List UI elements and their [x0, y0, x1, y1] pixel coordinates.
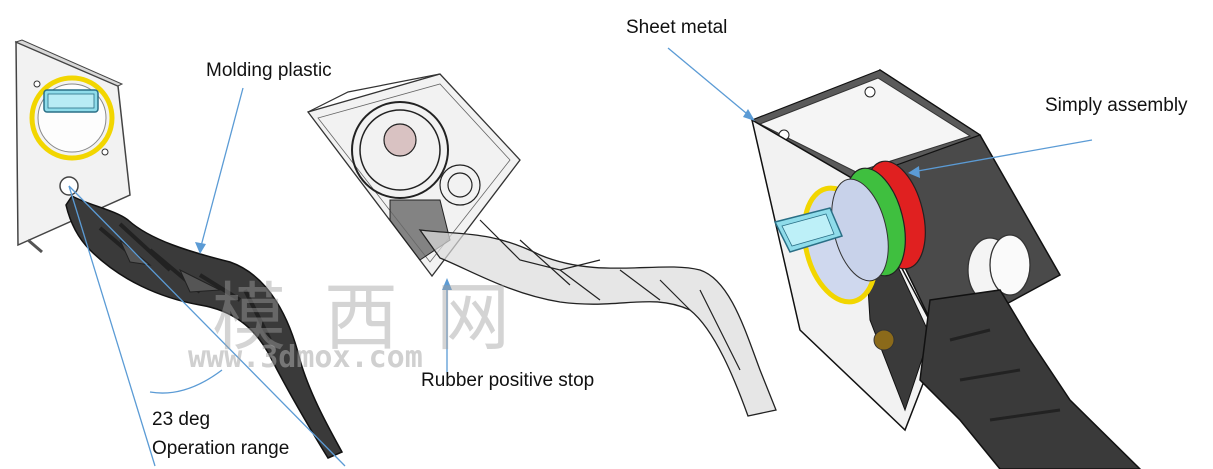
- pointer-simply-assembly: [911, 139, 1093, 173]
- middle-transparent-pedal: [306, 73, 777, 417]
- operation-range-line-1: [68, 185, 156, 467]
- transparent-pedal-arm: [418, 229, 777, 417]
- pointer-molding-plastic: [199, 87, 244, 251]
- right-sheet-metal-assembly: [667, 47, 1142, 469]
- pointer-sheet-metal: [667, 47, 753, 119]
- label-simply-assembly: Simply assembly: [1045, 95, 1188, 116]
- label-molding-plastic: Molding plastic: [206, 60, 332, 81]
- angle-arc: [149, 369, 223, 394]
- yellow-sensor-ring: [29, 75, 115, 161]
- left-pedal-assembly: [14, 39, 346, 467]
- label-angle: 23 deg: [152, 409, 211, 430]
- watermark-chinese: 模西网: [212, 275, 548, 361]
- label-operation-range: Operation range: [152, 438, 290, 459]
- label-sheet-metal: Sheet metal: [626, 17, 728, 38]
- label-rubber-stop: Rubber positive stop: [421, 370, 595, 391]
- right-pedal-arm: [919, 289, 1142, 469]
- watermark-url: www.3dmox.com: [188, 340, 423, 375]
- operation-range-line-2: [68, 185, 346, 467]
